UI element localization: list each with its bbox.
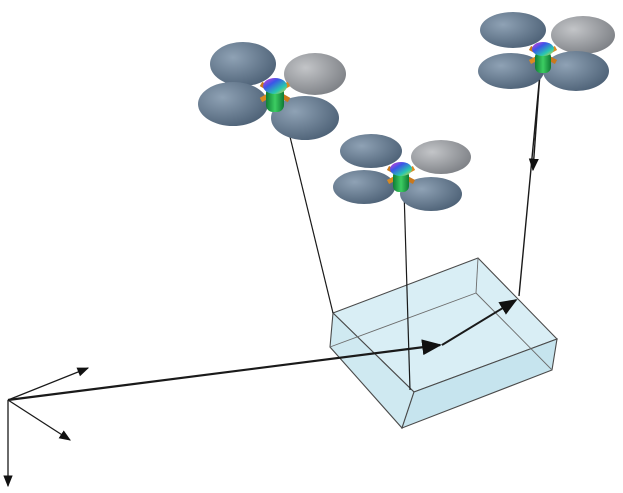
quadrotor-middle (333, 134, 471, 211)
world-frame-axes (3, 367, 90, 488)
rotor-back-right (411, 140, 471, 174)
rotor-back-right (551, 16, 615, 54)
rotor-back-left (480, 12, 546, 48)
payload-hidden-edge (475, 292, 553, 371)
rotor-front-left (333, 170, 395, 204)
rotor-front-left (198, 82, 268, 126)
drone-hub (532, 42, 554, 56)
cable-left (282, 107, 334, 314)
drone-hub (390, 162, 412, 176)
quadrotor-right (478, 12, 615, 91)
payload-box (329, 257, 558, 430)
rotor-front-right (271, 96, 339, 140)
rotor-front-left (478, 53, 544, 89)
cable-right-arrow (528, 72, 541, 172)
cable-right (518, 72, 541, 297)
payload-hidden-edge (329, 292, 477, 348)
quadrotor-left (198, 42, 346, 140)
payload-position-vector (7, 339, 442, 402)
rotor-back-left (340, 134, 402, 168)
rotor-back-left (210, 42, 276, 86)
payload-hidden-edge (475, 257, 479, 294)
tether-cables (282, 72, 541, 391)
drone-body (535, 51, 551, 73)
attachment-vector (441, 299, 518, 346)
rotor-front-right (543, 51, 609, 91)
rotor-back-right (284, 53, 346, 95)
drone-hub (263, 78, 287, 94)
cable-middle (403, 189, 411, 391)
axis-x-arrow (7, 367, 90, 401)
axis-y-arrow (7, 399, 71, 441)
rotor-front-right (400, 177, 462, 211)
